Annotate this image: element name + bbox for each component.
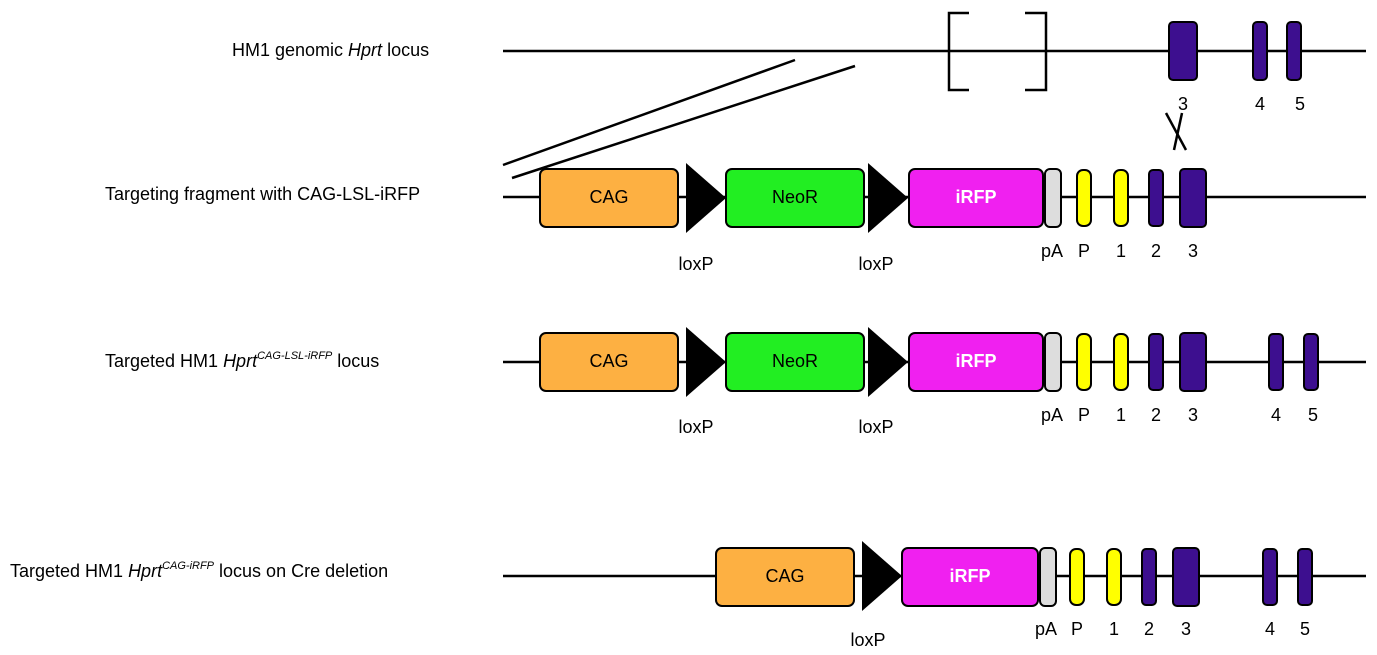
recombination-crossovers xyxy=(502,58,1188,180)
left-bracket xyxy=(947,11,969,92)
label-suffix: locus xyxy=(332,351,380,371)
label-suffix: locus xyxy=(382,40,430,60)
irfp-box xyxy=(908,332,1044,392)
promoter-box xyxy=(1076,169,1092,227)
loxp-label: loxP xyxy=(858,254,893,274)
exon-label-5: 5 xyxy=(1295,94,1305,114)
irfp-box xyxy=(901,547,1039,607)
pa-label: pA xyxy=(1035,619,1057,639)
loxp-label: loxP xyxy=(850,630,885,650)
promoter-box xyxy=(1076,333,1092,391)
exon-label-p: P xyxy=(1078,405,1090,425)
label-prefix: Targeted HM1 xyxy=(105,351,224,371)
exon-5 xyxy=(1297,548,1313,606)
loxp-triangle xyxy=(686,163,726,233)
row-label-genomic: HM1 genomic Hprt locus xyxy=(232,40,429,61)
crossover-left-b xyxy=(511,64,856,180)
exon-1 xyxy=(1106,548,1122,606)
allele-superscript: CAG-iRFP xyxy=(162,560,215,572)
exon-label-2: 2 xyxy=(1144,619,1154,639)
exon-label-p: P xyxy=(1071,619,1083,639)
exon-label-3: 3 xyxy=(1178,94,1188,114)
cag-box xyxy=(539,332,679,392)
label-prefix: Targeted HM1 xyxy=(10,561,129,581)
exon-3 xyxy=(1168,21,1198,81)
exon-5 xyxy=(1303,333,1319,391)
label-suffix: locus on Cre deletion xyxy=(214,561,389,581)
neor-label: NeoR xyxy=(772,351,818,371)
cag-box xyxy=(715,547,855,607)
gene-name: Hprt xyxy=(348,40,383,60)
exon-label-2: 2 xyxy=(1151,405,1161,425)
right-bracket xyxy=(1025,11,1048,92)
exon-3 xyxy=(1179,332,1207,392)
exon-label-3: 3 xyxy=(1188,241,1198,261)
exon-label-4: 4 xyxy=(1271,405,1281,425)
crossover-right-b xyxy=(1172,112,1184,151)
promoter-box xyxy=(1069,548,1085,606)
exon-2 xyxy=(1148,169,1164,227)
crossover-right-a xyxy=(1164,112,1188,151)
loxp-triangle xyxy=(868,327,908,397)
exon-label-3: 3 xyxy=(1188,405,1198,425)
pa-label: pA xyxy=(1041,241,1063,261)
cag-box xyxy=(539,168,679,228)
exon-2 xyxy=(1141,548,1157,606)
loxp-triangle xyxy=(862,541,902,611)
irfp-label: iRFP xyxy=(949,566,990,586)
exon-4 xyxy=(1268,333,1284,391)
row-label-fragment: Targeting fragment with CAG-LSL-iRFP xyxy=(105,184,421,204)
loxp-label: loxP xyxy=(678,254,713,274)
exon-label-1: 1 xyxy=(1109,619,1119,639)
exon-3 xyxy=(1179,168,1207,228)
cag-label: CAG xyxy=(589,351,628,371)
neor-label: NeoR xyxy=(772,187,818,207)
exon-1 xyxy=(1113,333,1129,391)
exon-label-4: 4 xyxy=(1265,619,1275,639)
exon-label-p: P xyxy=(1078,241,1090,261)
exon-label-1: 1 xyxy=(1116,405,1126,425)
loxp-label: loxP xyxy=(678,417,713,437)
cag-label: CAG xyxy=(765,566,804,586)
exon-1 xyxy=(1113,169,1129,227)
exon-label-1: 1 xyxy=(1116,241,1126,261)
allele-superscript: CAG-LSL-iRFP xyxy=(257,350,333,362)
exon-label-4: 4 xyxy=(1255,94,1265,114)
exon-4 xyxy=(1262,548,1278,606)
neor-box xyxy=(725,332,865,392)
exon-3 xyxy=(1172,547,1200,607)
label-prefix: HM1 genomic xyxy=(232,40,349,60)
irfp-box xyxy=(908,168,1044,228)
pa-box xyxy=(1039,547,1057,607)
cag-label: CAG xyxy=(589,187,628,207)
row-label-deleted: Targeted HM1 HprtCAG-iRFP locus on Cre d… xyxy=(10,560,388,582)
irfp-label: iRFP xyxy=(955,351,996,371)
loxp-label: loxP xyxy=(858,417,893,437)
targeting-fragment: CAG NeoR iRFP loxP loxP pA P 1 2 3 xyxy=(503,163,1366,274)
neor-box xyxy=(725,168,865,228)
pa-box xyxy=(1044,332,1062,392)
row-label-targeted: Targeted HM1 HprtCAG-LSL-iRFP locus xyxy=(105,350,379,372)
genomic-locus: 3 4 5 xyxy=(503,11,1366,114)
gene-name: Hprt xyxy=(223,351,258,371)
exon-label-2: 2 xyxy=(1151,241,1161,261)
exon-2 xyxy=(1148,333,1164,391)
cre-deleted-locus: CAG iRFP loxP pA P 1 2 3 4 5 xyxy=(503,541,1366,650)
pa-label: pA xyxy=(1041,405,1063,425)
loxp-triangle xyxy=(686,327,726,397)
crossover-left-a xyxy=(502,58,796,167)
exon-label-5: 5 xyxy=(1308,405,1318,425)
gene-name: Hprt xyxy=(128,561,163,581)
exon-label-5: 5 xyxy=(1300,619,1310,639)
targeted-locus: CAG NeoR iRFP loxP loxP pA P 1 2 3 4 5 xyxy=(503,327,1366,437)
pa-box xyxy=(1044,168,1062,228)
loxp-triangle xyxy=(868,163,908,233)
exon-label-3: 3 xyxy=(1181,619,1191,639)
exon-4 xyxy=(1252,21,1268,81)
irfp-label: iRFP xyxy=(955,187,996,207)
exon-5 xyxy=(1286,21,1302,81)
